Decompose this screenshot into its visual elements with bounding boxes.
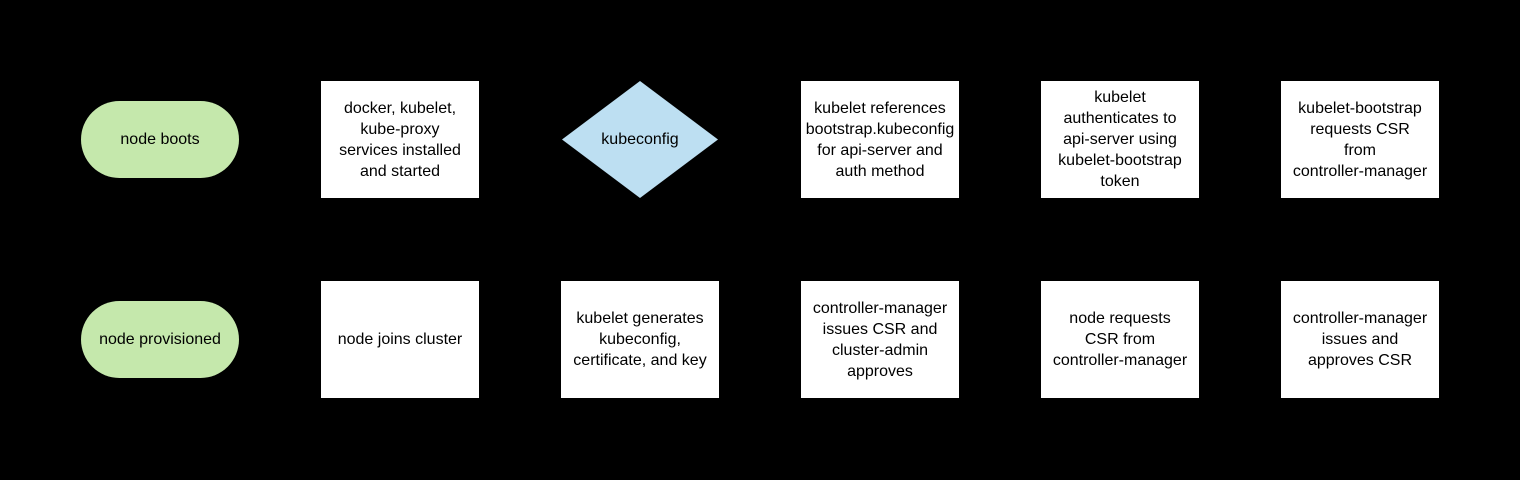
- process-node-requests-csr: node requests CSR from controller-manage…: [1041, 281, 1199, 398]
- process-kubelet-bootstrap-requests-csr: kubelet-bootstrap requests CSR from cont…: [1281, 81, 1439, 198]
- process-services-installed: docker, kubelet, kube-proxy services ins…: [321, 81, 479, 198]
- process-controller-manager-issues-approves-csr: controller-manager issues and approves C…: [1281, 281, 1439, 398]
- process-node-joins-cluster: node joins cluster: [321, 281, 479, 398]
- process-controller-manager-issues-csr-cluster-admin-approves: controller-manager issues CSR and cluste…: [801, 281, 959, 398]
- terminal-node-boots: node boots: [81, 101, 239, 178]
- decision-kubeconfig: kubeconfig: [562, 81, 718, 198]
- process-kubelet-generates-kubeconfig: kubelet generates kubeconfig, certificat…: [561, 281, 719, 398]
- process-kubelet-references-bootstrap-kubeconfig: kubelet references bootstrap.kubeconfig …: [801, 81, 959, 198]
- terminal-node-provisioned: node provisioned: [81, 301, 239, 378]
- process-kubelet-authenticates: kubelet authenticates to api-server usin…: [1041, 81, 1199, 198]
